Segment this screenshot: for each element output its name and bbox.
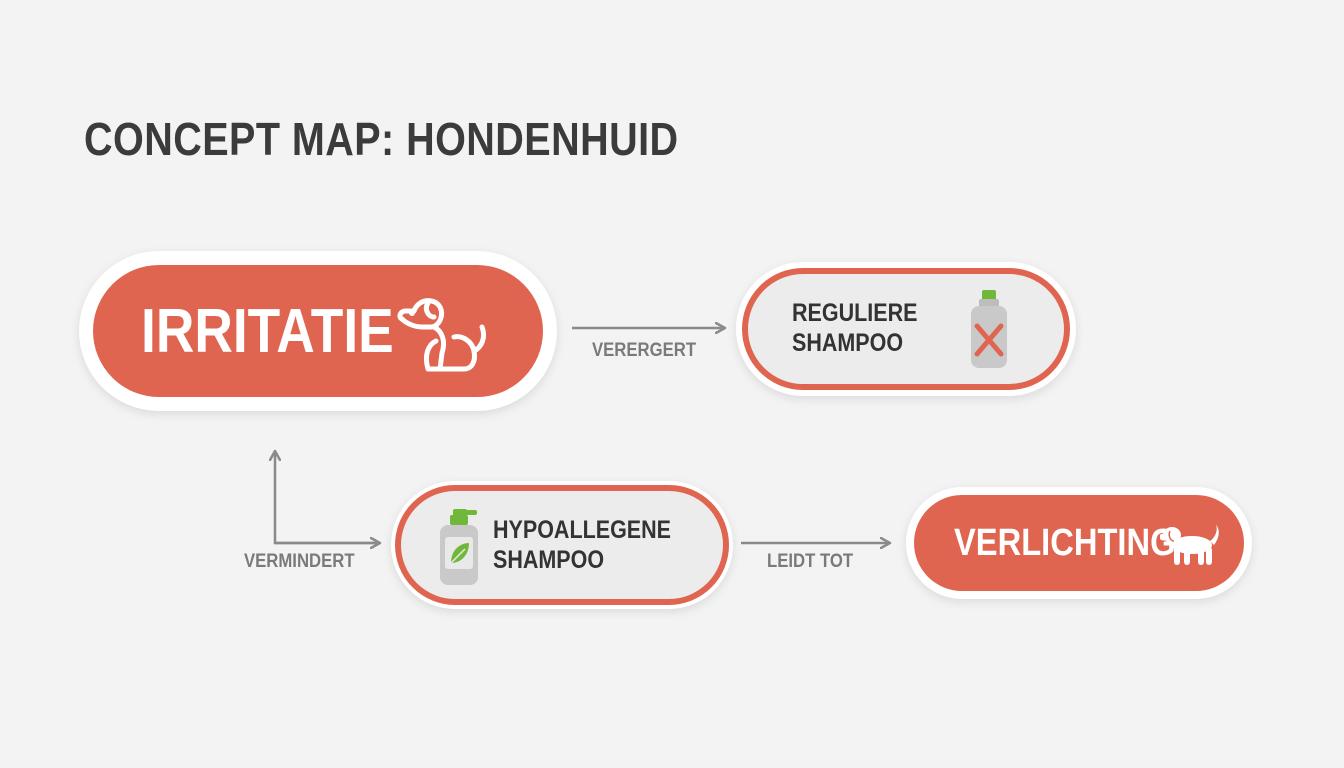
node-verlichting-label: VERLICHTING [954, 522, 1176, 564]
node-hypoallergene-label-line2: SHAMPOO [493, 546, 605, 574]
edge-label-verergert: VERERGERT [592, 340, 697, 361]
standing-dog-icon [1160, 525, 1219, 565]
node-reguliere-label-line2: SHAMPOO [792, 329, 904, 357]
node-hypoallergene-label: HYPOALLEGENE SHAMPOO [493, 515, 671, 575]
node-hypoallergene-label-line1: HYPOALLEGENE [493, 516, 672, 544]
node-verlichting: VERLICHTING [906, 487, 1252, 599]
node-irritatie: IRRITATIE [79, 251, 557, 411]
node-reguliere-label: REGULIERE SHAMPOO [792, 298, 917, 358]
page-title: CONCEPT MAP: HONDENHUID [84, 113, 679, 165]
edge-label-leidt-tot: LEIDT TOT [767, 551, 854, 572]
shampoo-bottle-leaf-icon [440, 509, 478, 585]
node-reguliere-label-line1: REGULIERE [792, 299, 918, 327]
shampoo-bottle-crossed-icon [971, 290, 1007, 368]
node-reguliere-shampoo: REGULIERE SHAMPOO [736, 262, 1076, 396]
node-irritatie-pill [93, 265, 543, 397]
sitting-dog-icon [397, 298, 487, 372]
node-hypoallergene-shampoo: HYPOALLEGENE SHAMPOO [391, 481, 733, 609]
node-irritatie-label: IRRITATIE [141, 297, 394, 366]
edge-label-vermindert: VERMINDERT [244, 551, 355, 572]
edge-hypoallergene-to-irritatie [275, 452, 380, 545]
node-reguliere-pill [742, 268, 1070, 390]
